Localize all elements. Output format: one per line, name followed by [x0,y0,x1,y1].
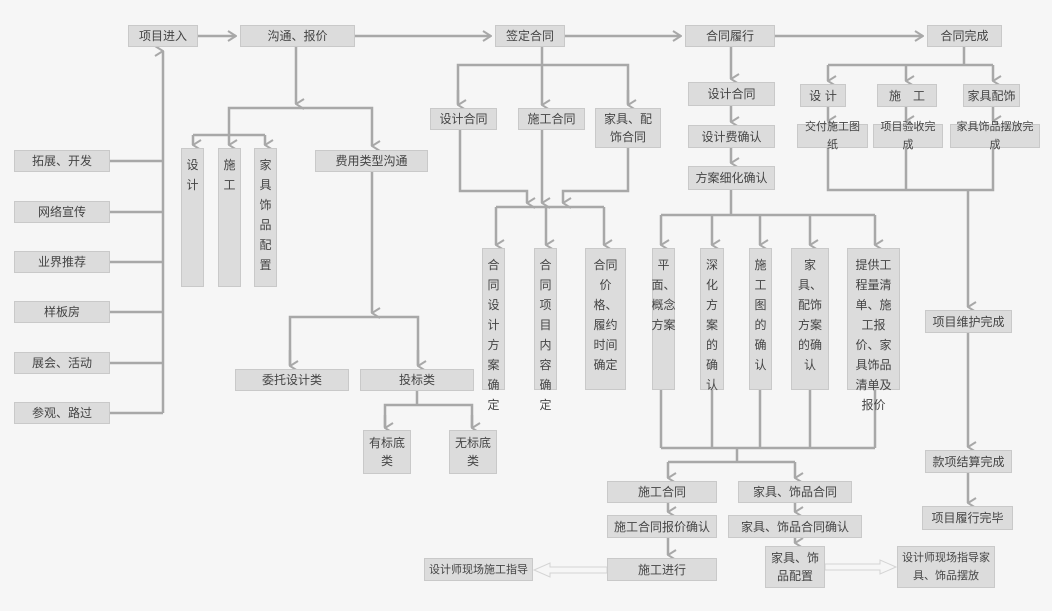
comm-construction-node: 施工 [218,148,241,287]
price-time-confirm-node: 合同价格、履约时间确定 [585,248,626,390]
maintenance-complete-node: 项目维护完成 [925,310,1012,333]
without-base-node: 无标底类 [449,430,497,474]
construction-in-progress-node: 施工进行 [607,558,717,581]
project-content-confirm-node: 合同项目内容确定 [534,248,557,412]
sign-design-contract-node: 设计合同 [430,108,497,130]
comm-furniture-node: 家具饰品配置 [254,148,277,287]
contract-execution-node: 合同履行 [685,25,775,47]
acceptance-complete-node: 项目验收完成 [873,120,943,151]
construction-drawing-confirm-node: 施工图的确认 [749,248,772,390]
commissioned-design-node: 委托设计类 [235,369,349,391]
deliver-drawings-node: 交付施工图纸 [797,120,868,151]
exec-furniture-contract-node: 家具、饰品合同 [738,481,852,503]
fee-type-node: 费用类型沟通 [315,150,428,172]
furniture-config-node: 家具、饰品配置 [765,546,825,588]
contract-complete-node: 合同完成 [927,25,1002,47]
sign-contract-node: 签定合同 [495,25,565,47]
furniture-contract-confirm-node: 家具、饰品合同确认 [728,515,862,538]
project-entry-node: 项目进入 [128,25,198,47]
communication-quote-node: 沟通、报价 [240,25,355,47]
bidding-node: 投标类 [360,369,474,391]
complete-furniture-node: 家具配饰 [963,84,1020,107]
complete-design-node: 设 计 [800,84,846,107]
designer-furniture-guidance-node: 设计师现场指导家具、饰品摆放 [897,546,995,588]
furniture-placed-node: 家具饰品摆放完成 [950,120,1040,151]
plan-refine-confirm-node: 方案细化确认 [688,166,775,190]
design-fee-confirm-node: 设计费确认 [688,125,775,148]
source-node: 样板房 [14,301,110,323]
with-base-node: 有标底类 [363,430,411,474]
source-node: 展会、活动 [14,352,110,374]
exec-construction-contract-node: 施工合同 [607,481,717,503]
comm-design-node: 设计 [181,148,204,287]
sign-construction-contract-node: 施工合同 [518,108,585,130]
construction-quote-confirm-node: 施工合同报价确认 [607,515,717,538]
deepen-plan-confirm-node: 深化方案的确认 [700,248,724,392]
source-node: 参观、路过 [14,402,110,424]
furniture-plan-confirm-node: 家具、配饰方案的确认 [791,248,829,390]
source-node: 拓展、开发 [14,150,110,172]
sign-furniture-contract-node: 家具、配饰合同 [595,108,661,148]
payment-settled-node: 款项结算完成 [925,450,1012,473]
exec-design-contract-node: 设计合同 [688,82,775,106]
project-finished-node: 项目履行完毕 [922,506,1013,530]
complete-construction-node: 施 工 [877,84,937,107]
concept-plan-node: 平面、概念方案 [652,248,676,390]
designer-site-guidance-node: 设计师现场施工指导 [424,558,533,581]
quote-list-node: 提供工程量清单、施工报价、家具饰品清单及报价 [847,248,900,412]
source-node: 业界推荐 [14,251,110,273]
source-node: 网络宣传 [14,201,110,223]
design-plan-confirm-node: 合同设计方案确定 [482,248,505,412]
